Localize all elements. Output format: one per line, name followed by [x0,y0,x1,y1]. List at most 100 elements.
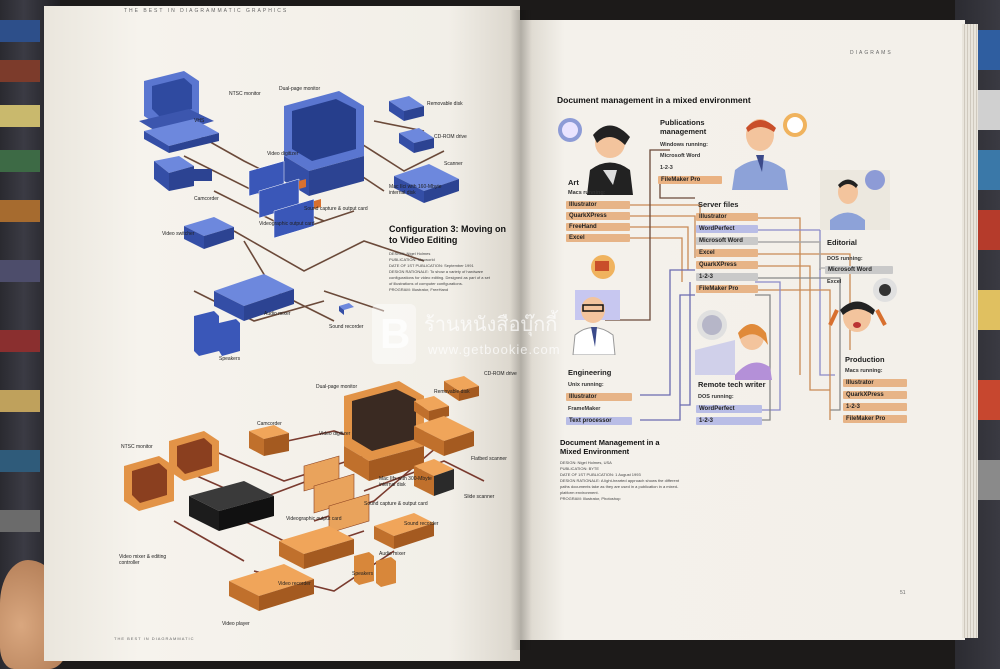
label-video-player: Video player [222,621,250,627]
label-camcorder: Camcorder [194,196,219,202]
label-sound-recorder: Sound recorder [329,324,364,330]
dual-page-monitor-icon [344,381,424,481]
server-file-item: Excel [696,249,758,257]
running-head: THE BEST IN DIAGRAMMATIC GRAPHICS [124,8,289,14]
video-switcher-icon [184,217,234,249]
watermark-url: www.getbookie.com [428,342,561,357]
book-gutter [510,10,532,650]
flatbed-scanner-icon [414,416,474,456]
camcorder-icon [154,156,212,191]
book-spine [0,60,40,82]
publications-heading-line: Publications [660,118,705,127]
watermark-logo [372,304,416,364]
audio-mixer-icon [214,274,294,321]
page-edges [962,24,978,638]
editorial-person-icon [820,170,890,230]
label-speakers-2: Speakers [352,571,374,577]
label-video-digitizer-2: Video digitizer [319,431,351,437]
cdrom-drive-icon [399,128,434,153]
art-person-icon [558,118,633,195]
caption-title-line: to Video Editing [389,235,458,245]
book-spine [0,390,40,412]
label-video-digitizer: Video digitizer [267,151,299,157]
label-slide-scanner: Slide scanner [464,494,495,500]
caption-meta-left: DESIGN: Nigel Holmes PUBLICATION: Macwor… [389,251,494,293]
art-item: Illustrator [566,201,630,209]
publications-person-icon [732,113,807,190]
video-digitizer-icon [248,160,321,239]
production-person-icon [828,278,897,332]
label-cdrom-2: CD-ROM drive [484,371,517,377]
label-camcorder-2: Camcorder [257,421,282,427]
caption-title-left: Configuration 3: Moving on to Video Edit… [389,224,506,246]
art-item: Excel [566,234,630,242]
publications-item: 1-2-3 [660,165,673,171]
audio-mixer-icon [374,513,434,549]
book-spine [0,105,40,127]
label-removable-disk: Removable disk [427,101,463,107]
scanner-icon [394,164,459,203]
server-file-item: Microsoft Word [696,237,758,245]
watermark-thai-text: ร้านหนังสือบุ๊กกี้ [424,312,558,336]
production-item: QuarkXPress [843,391,907,399]
label-mac: Mac IIci with 160-Mbyte internal disk [389,184,442,196]
engineering-subheading: Unix running: [568,382,604,388]
sound-recorder-icon [339,303,354,315]
caption-date: DATE OF 1ST PUBLICATION: 1 August 1993 [560,472,641,477]
video-mixer-icon [189,481,274,531]
video-editing-diagram-blue [139,71,459,356]
watermark: B ร้านหนังสือบุ๊กกี้ www.getbookie.com [372,302,672,372]
art-heading: Art [568,178,579,187]
ntsc-monitor-icon [169,431,219,481]
caption-credit: PROGRAM: Illustrator, FreeHand [389,287,449,292]
production-item: FileMaker Pro [843,415,907,423]
publications-item: FileMaker Pro [658,176,722,184]
label-flatbed-scanner: Flatbed scanner [471,456,507,462]
art-item: QuarkXPress [566,212,630,220]
book-spine [0,450,40,472]
production-subheading: Macs running: [845,368,883,374]
caption-publication: PUBLICATION: BYTE [560,466,600,471]
server-files-heading: Server files [698,200,739,209]
label-dual-page-monitor: Dual-page monitor [279,86,321,92]
label-video-mixer: Video mixer & editing controller [119,554,167,566]
book-spine [0,510,40,532]
label-vhs: VHS [194,118,205,124]
publications-heading-line: management [660,127,707,136]
editorial-heading: Editorial [827,238,858,247]
label-mac-2: Mac IIfx with 300-Mbyte internal disk [379,476,432,488]
remote-writer-heading: Remote tech writer [698,380,766,389]
publications-heading: Publications management [660,118,706,136]
page-number: 51 [900,590,906,596]
video-player-icon [229,564,314,611]
page-footer: THE BEST IN DIAGRAMMATIC [114,636,195,641]
caption-title-right: Document Management in a Mixed Environme… [560,438,660,456]
speakers-icon [194,311,240,356]
label-removable-disk-2: Removable disk [434,389,470,395]
cdrom-drive-icon [444,376,479,401]
label-sound-capture-2: Sound capture & output card [364,501,428,507]
speakers-icon [354,552,396,587]
engineering-item: Illustrator [566,393,632,401]
caption-rationale: DESIGN RATIONALE: A light-hearted approa… [560,478,680,495]
caption-publication: PUBLICATION: Macworld [389,257,435,262]
right-page: DIAGRAMS Document management in a mixed … [520,20,965,640]
remote-writer-item: WordPerfect [696,405,762,413]
caption-credit: PROGRAM: Illustrator, Photoshop [560,496,621,501]
caption-design: DESIGN: Nigel Holmes, USA [560,460,612,465]
server-file-item: 1-2-3 [696,273,758,281]
editorial-subheading: DOS running: [827,256,863,262]
running-head-right: DIAGRAMS [850,50,893,56]
caption-title-line: Mixed Environment [560,447,630,456]
caption-meta-right: DESIGN: Nigel Holmes, USA PUBLICATION: B… [560,460,680,502]
label-scanner: Scanner [444,161,463,167]
label-ntsc-monitor: NTSC monitor [229,91,261,97]
book-spine [0,330,40,352]
video-editing-diagram-orange [124,376,485,611]
label-video-switcher: Video switcher [162,231,195,237]
editorial-item: Microsoft Word [825,266,893,274]
book-spine [0,150,40,172]
slide-scanner-icon [414,459,454,496]
art-item: FreeHand [566,223,630,231]
watermark-logo-letter: B [380,310,411,357]
